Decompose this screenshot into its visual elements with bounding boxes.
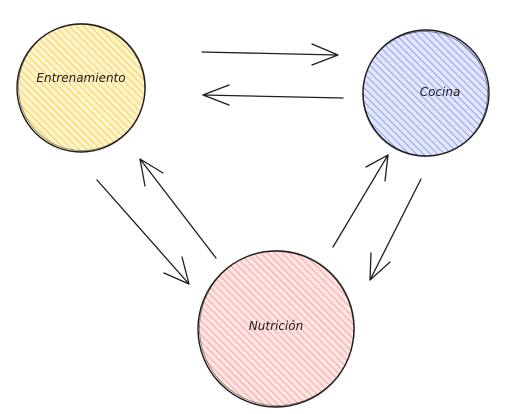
edge-entrenamiento-to-nutricion-line xyxy=(96,179,190,285)
edge-nutricion-to-cocina-arrowhead xyxy=(365,154,389,182)
edge-entrenamiento-to-cocina-line xyxy=(201,51,338,56)
edge-cocina-to-nutricion-arrowhead xyxy=(369,252,391,281)
node-nutricion-hatch xyxy=(198,251,354,407)
edge-nutricion-to-cocina[interactable] xyxy=(332,154,389,248)
edge-nutricion-to-entrenamiento-arrowhead xyxy=(139,158,164,187)
node-nutricion-outline-sketch xyxy=(199,250,355,406)
edge-entrenamiento-to-cocina-arrowhead xyxy=(311,43,339,66)
node-nutricion[interactable]: Nutrición xyxy=(197,250,355,408)
edge-nutricion-to-cocina-line xyxy=(332,154,389,248)
node-entrenamiento[interactable]: Entrenamiento xyxy=(16,23,146,153)
edge-entrenamiento-to-cocina[interactable] xyxy=(201,43,339,66)
edge-nutricion-to-entrenamiento[interactable] xyxy=(139,158,217,259)
edge-cocina-to-nutricion[interactable] xyxy=(369,178,422,281)
edge-cocina-to-entrenamiento[interactable] xyxy=(202,84,344,106)
node-entrenamiento-outline-sketch xyxy=(18,23,146,151)
edge-entrenamiento-to-nutricion[interactable] xyxy=(96,179,190,285)
node-cocina[interactable]: Cocina xyxy=(362,29,490,157)
edge-cocina-to-nutricion-line xyxy=(369,178,422,281)
node-entrenamiento-outline xyxy=(16,23,146,153)
node-entrenamiento-label: Entrenamiento xyxy=(36,71,125,85)
node-nutricion-label: Nutrición xyxy=(249,319,303,333)
edge-cocina-to-entrenamiento-arrowhead xyxy=(202,84,230,106)
node-nutricion-outline xyxy=(197,250,355,408)
node-entrenamiento-hatch xyxy=(17,24,145,152)
node-cocina-hatch xyxy=(363,30,489,156)
node-cocina-outline xyxy=(362,29,490,157)
node-cocina-label: Cocina xyxy=(420,85,461,99)
edge-cocina-to-entrenamiento-line xyxy=(202,94,344,99)
edge-nutricion-to-entrenamiento-line xyxy=(139,158,217,259)
edge-entrenamiento-to-nutricion-arrowhead xyxy=(163,256,190,285)
node-cocina-outline-sketch xyxy=(362,31,488,157)
